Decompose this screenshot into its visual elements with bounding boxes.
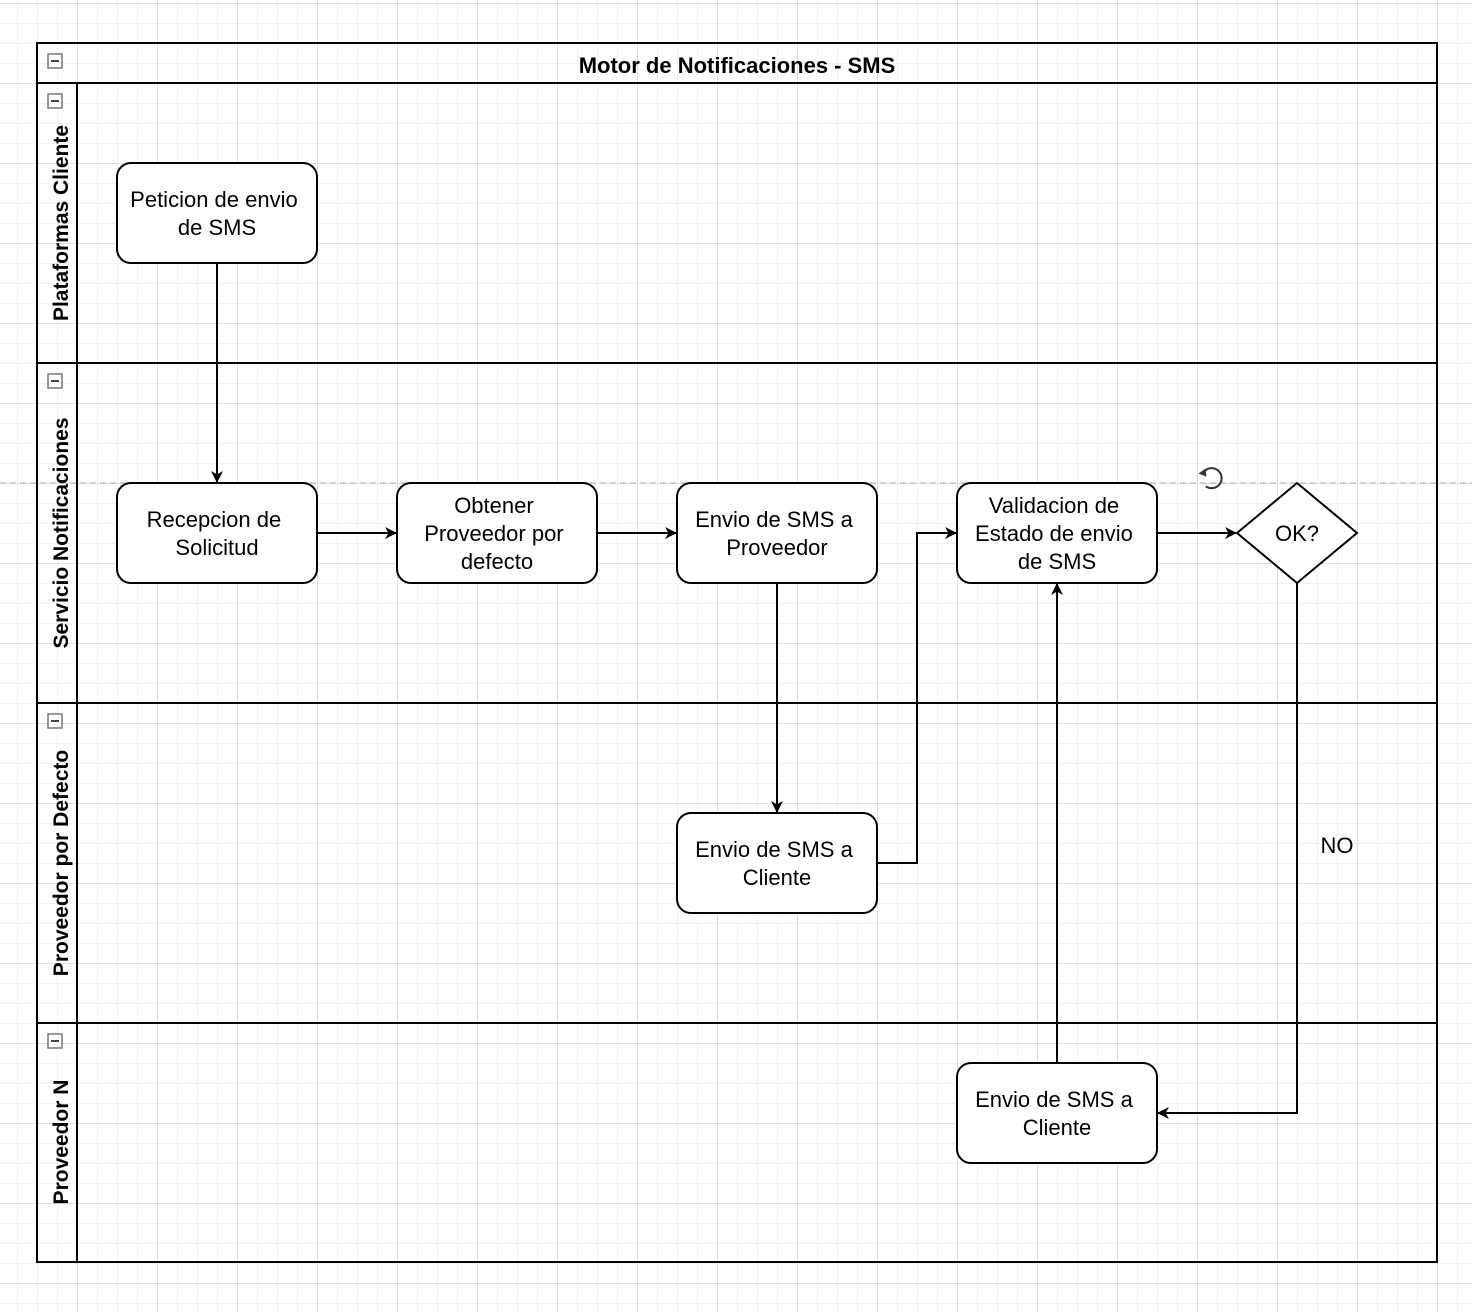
pool-title: Motor de Notificaciones - SMS bbox=[579, 53, 896, 78]
lane-label: Proveedor por Defecto bbox=[50, 750, 73, 976]
node-envio-cliente-n[interactable]: Envio de SMS a Cliente bbox=[956, 1062, 1158, 1164]
node-text-line: Envio de SMS a bbox=[975, 1087, 1134, 1112]
node-text-line: Cliente bbox=[743, 865, 811, 890]
collapse-minus-icon[interactable] bbox=[47, 53, 63, 69]
node-text-line: Envio de SMS a bbox=[695, 837, 854, 862]
node-text-line: Solicitud bbox=[175, 535, 258, 560]
node-recepcion[interactable]: Recepcion de Solicitud bbox=[116, 482, 318, 584]
svg-text:Envio de SMS a Cliente: Envio de SMS a Cliente bbox=[695, 837, 859, 890]
node-decision[interactable]: OK? bbox=[1235, 481, 1359, 585]
svg-text:Envio de SMS a Proveedor: Envio de SMS a Proveedor bbox=[695, 507, 859, 560]
collapse-minus-icon[interactable] bbox=[47, 373, 63, 389]
lane-label: Plataformas Cliente bbox=[50, 125, 73, 321]
lane-proveedor-n[interactable]: Proveedor N bbox=[36, 1022, 1438, 1263]
node-text-line: Envio de SMS a bbox=[695, 507, 854, 532]
svg-text:Peticion de envio de SMS: Peticion de envio de SMS bbox=[130, 187, 304, 240]
edge-label-no: NO bbox=[1321, 833, 1354, 858]
lane-label: Proveedor N bbox=[50, 1080, 73, 1205]
edge-decision-envio-cliente-n[interactable] bbox=[1157, 583, 1298, 1119]
node-obtener[interactable]: Obtener Proveedor por defecto bbox=[396, 482, 598, 584]
node-text-line: Proveedor bbox=[726, 535, 828, 560]
rotate-handle-icon[interactable] bbox=[1198, 467, 1223, 490]
node-text-line: Obtener bbox=[454, 493, 534, 518]
edge-envio-cliente-validacion[interactable] bbox=[877, 527, 957, 864]
node-text-line: de SMS bbox=[178, 215, 256, 240]
collapse-minus-icon[interactable] bbox=[47, 713, 63, 729]
node-envio-cliente-default[interactable]: Envio de SMS a Cliente bbox=[676, 812, 878, 914]
svg-text:Validacion de Estado de: Validacion de Estado de envio de SMS bbox=[975, 493, 1139, 574]
node-text-line: OK? bbox=[1275, 521, 1319, 546]
node-peticion[interactable]: Peticion de envio de SMS bbox=[116, 162, 318, 264]
node-text-line: defecto bbox=[461, 549, 533, 574]
node-text-line: Cliente bbox=[1023, 1115, 1091, 1140]
lane-label: Servicio Notificaciones bbox=[50, 417, 73, 648]
node-text-line: Estado de envio bbox=[975, 521, 1133, 546]
edges bbox=[211, 263, 1298, 1119]
svg-text:Recepcion de Solicitud: Recepcion de Solicitud bbox=[147, 507, 288, 560]
node-text-line: Validacion de bbox=[989, 493, 1119, 518]
node-text-line: Peticion de envio bbox=[130, 187, 298, 212]
node-text-line: Proveedor por bbox=[424, 521, 563, 546]
collapse-minus-icon[interactable] bbox=[47, 1033, 63, 1049]
collapse-minus-icon[interactable] bbox=[47, 93, 63, 109]
svg-text:OK?: OK? bbox=[1275, 521, 1319, 546]
node-text-line: de SMS bbox=[1018, 549, 1096, 574]
node-validacion[interactable]: Validacion de Estado de envio de SMS bbox=[956, 482, 1158, 584]
svg-text:Envio de SMS a Cliente: Envio de SMS a Cliente bbox=[975, 1087, 1139, 1140]
svg-text:Obtener Proveedor por: Obtener Proveedor por defecto bbox=[424, 493, 570, 574]
node-envio-proveedor[interactable]: Envio de SMS a Proveedor bbox=[676, 482, 878, 584]
node-text-line: Recepcion de bbox=[147, 507, 282, 532]
